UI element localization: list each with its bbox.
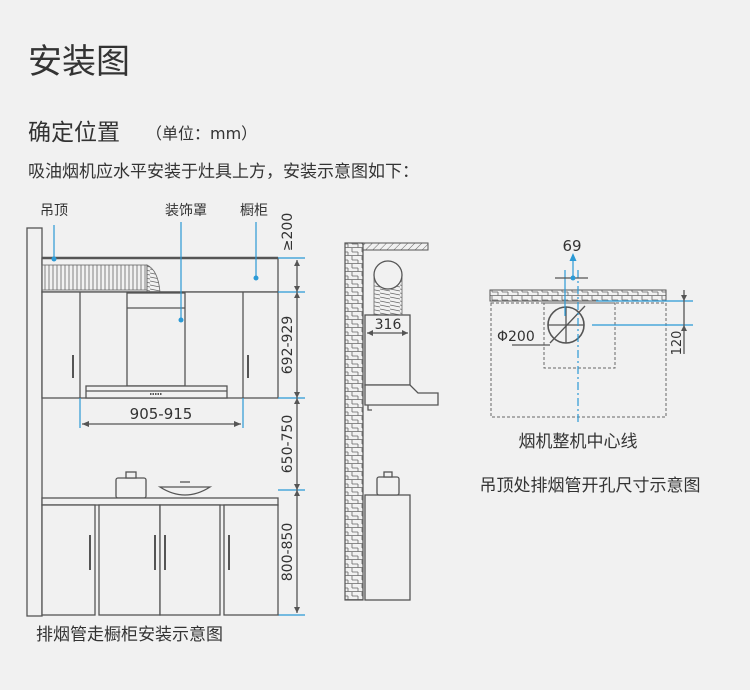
left-diagram: 吊顶 装饰罩 橱柜 905-915 ≥200 69	[26, 203, 305, 645]
label-cabinet: 橱柜	[240, 203, 268, 219]
centerline-label: 烟机整机中心线	[519, 432, 638, 452]
dim-cabinet-width: 905-915	[130, 405, 193, 423]
dim-offset: 69	[562, 237, 581, 255]
unit-note: （单位：mm）	[146, 124, 257, 143]
dim-top-gap: ≥200	[280, 213, 296, 251]
dim-diameter: Φ200	[497, 329, 535, 345]
hood-body	[85, 385, 228, 399]
section-heading: 确定位置	[28, 120, 120, 146]
page-title: 安装图	[28, 42, 130, 82]
caption-left: 排烟管走橱柜安装示意图	[36, 625, 223, 645]
dim-hood-to-stove: 650-750	[280, 415, 296, 474]
middle-diagram: 316	[344, 242, 439, 601]
label-cover: 装饰罩	[165, 203, 207, 219]
right-diagram: Φ200 69 120 烟机整机中心线 吊顶处排烟管开孔尺寸示意图	[480, 237, 701, 496]
dim-cover-width: 316	[375, 317, 402, 333]
dim-depth: 120	[670, 331, 685, 356]
description: 吸油烟机应水平安装于灶具上方，安装示意图如下：	[28, 162, 419, 182]
decorative-cover	[126, 292, 186, 387]
label-ceiling: 吊顶	[40, 203, 68, 219]
dim-counter-height: 800-850	[280, 523, 296, 582]
dim-cover-height: 692-929	[280, 316, 296, 375]
caption-right: 吊顶处排烟管开孔尺寸示意图	[480, 476, 701, 496]
